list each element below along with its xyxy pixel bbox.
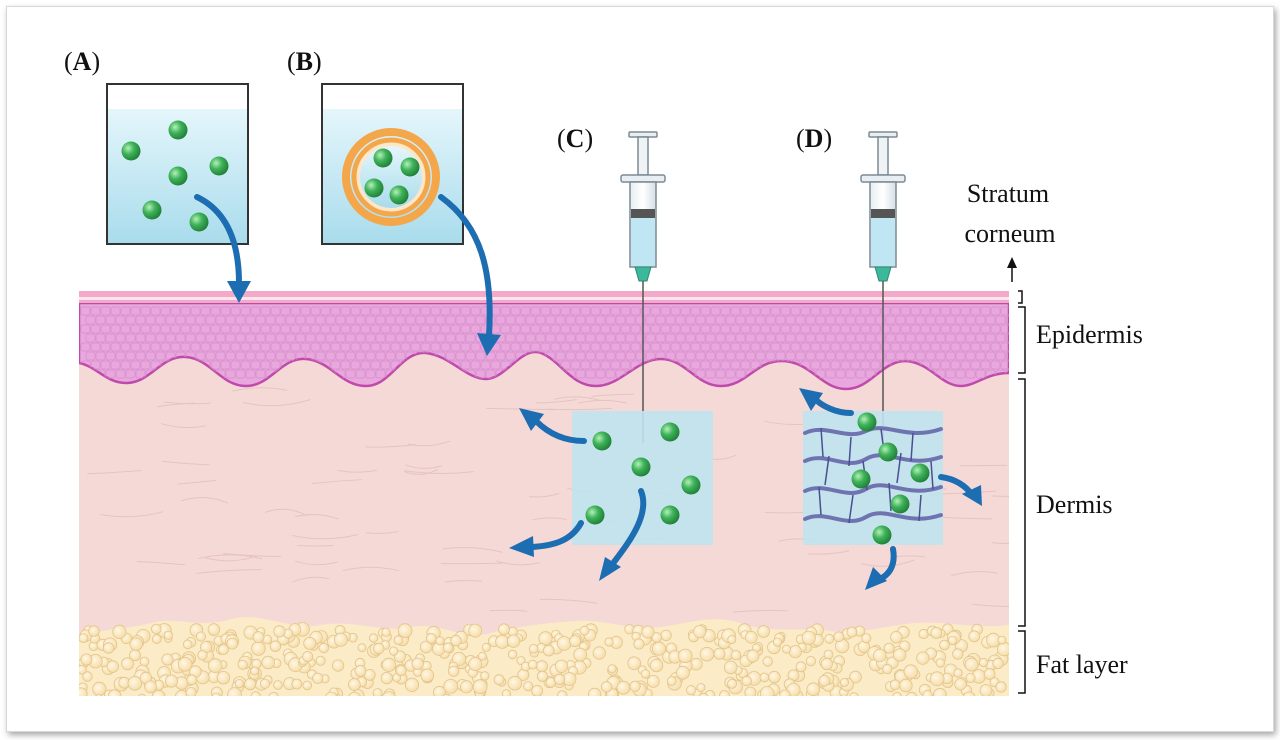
fat-layer-label: Fat layer (1036, 650, 1128, 679)
panel-b-liposome (321, 83, 464, 245)
panel-d-hydrogel (803, 411, 943, 545)
epidermis-label: Epidermis (1036, 320, 1143, 349)
stratum-corneum-label-line1: Stratum (967, 179, 1049, 208)
fat-cells (79, 621, 1009, 696)
panel-b-arrow (438, 194, 493, 339)
epidermis-layer (79, 301, 1009, 391)
panel-b-arrowhead (477, 333, 501, 356)
layer-brackets (1018, 290, 1026, 694)
panel-a-particles (121, 120, 229, 232)
panel-c-depot (572, 411, 713, 545)
panel-label-c: (C) (557, 124, 593, 153)
panel-a-solution (106, 83, 249, 245)
skin-delivery-diagram: (A) (B) (C) (D) Stratum corneum Epidermi… (64, 47, 1143, 696)
panel-label-b: (B) (287, 47, 322, 76)
panel-a-arrow (194, 194, 242, 286)
figure-frame: (A) (B) (C) (D) Stratum corneum Epidermi… (6, 6, 1274, 732)
stratum-corneum-layer (79, 291, 1009, 297)
panel-label-a: (A) (64, 47, 100, 76)
dermis-label: Dermis (1036, 490, 1113, 519)
panel-c-release-arrows (528, 418, 647, 569)
stratum-corneum-pointer (1007, 257, 1017, 282)
panel-d-syringe (860, 131, 906, 441)
panel-a-arrowhead (227, 281, 251, 303)
stratum-corneum-label-line2: corneum (965, 219, 1056, 248)
panel-label-d: (D) (796, 124, 832, 153)
